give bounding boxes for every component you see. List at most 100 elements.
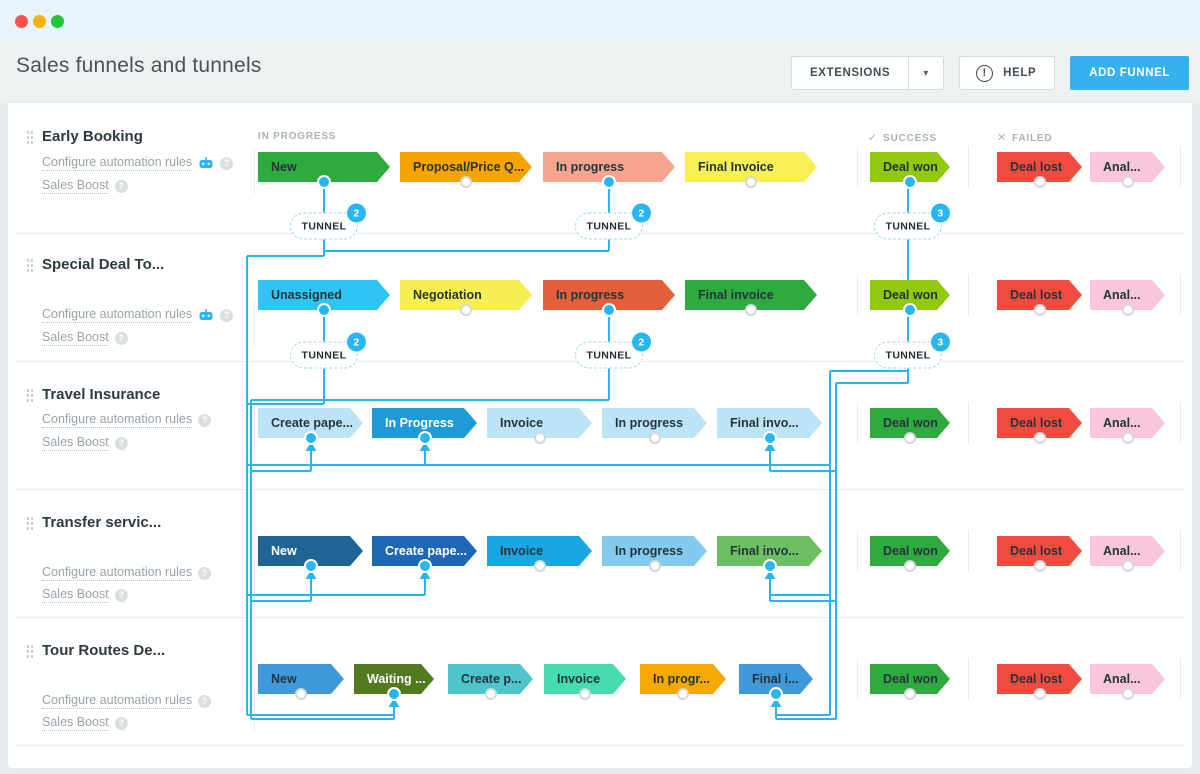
configure-automation-link[interactable]: Configure automation rules?	[42, 307, 234, 323]
tunnel-connection-dot[interactable]	[418, 431, 432, 445]
tunnel-connection-dot[interactable]	[769, 687, 783, 701]
funnel-name[interactable]: Travel Insurance	[42, 386, 161, 403]
minimize-window-button[interactable]	[33, 15, 46, 28]
stage-deal-lost[interactable]: Deal lost	[997, 536, 1082, 566]
extensions-button[interactable]: EXTENSIONS ▾	[791, 56, 945, 90]
sales-boost-link[interactable]: Sales Boost?	[42, 330, 128, 346]
configure-automation-label: Configure automation rules	[42, 155, 193, 171]
stage-connector-dot[interactable]	[1122, 432, 1134, 444]
stage-create-pape[interactable]: Create pape...	[372, 536, 477, 566]
question-mark-icon[interactable]: ?	[198, 566, 212, 580]
sales-boost-link[interactable]: Sales Boost?	[42, 587, 128, 603]
tunnel-connection-dot[interactable]	[602, 175, 616, 189]
stage-connector-dot[interactable]	[534, 432, 546, 444]
configure-automation-link[interactable]: Configure automation rules?	[42, 412, 212, 428]
stage-connector-dot[interactable]	[460, 176, 472, 188]
tunnel-connection-dot[interactable]	[304, 431, 318, 445]
tunnel-connection-dot[interactable]	[317, 303, 331, 317]
stage-analysis[interactable]: Anal...	[1090, 536, 1165, 566]
stage-connector-dot[interactable]	[579, 688, 591, 700]
tunnel-connection-dot[interactable]	[903, 303, 917, 317]
drag-handle[interactable]	[26, 388, 34, 403]
extensions-dropdown-caret[interactable]: ▾	[908, 57, 943, 89]
tunnel-connection-dot[interactable]	[763, 559, 777, 573]
sales-boost-link[interactable]: Sales Boost?	[42, 715, 128, 731]
stage-connector-dot[interactable]	[485, 688, 497, 700]
stage-final-invoice[interactable]: Final invoice	[685, 280, 817, 310]
stage-connector-dot[interactable]	[460, 304, 472, 316]
stage-analysis[interactable]: Anal...	[1090, 152, 1165, 182]
stage-label: Invoice	[500, 544, 544, 558]
funnel-name[interactable]: Special Deal To...	[42, 256, 165, 273]
stage-connector-dot[interactable]	[534, 560, 546, 572]
drag-handle[interactable]	[26, 516, 34, 531]
configure-automation-link[interactable]: Configure automation rules?	[42, 693, 212, 709]
drag-handle[interactable]	[26, 130, 34, 145]
x-icon: ✕	[997, 132, 1008, 144]
help-button[interactable]: ! HELP	[959, 56, 1056, 90]
stage-connector-dot[interactable]	[649, 560, 661, 572]
stage-label: Final invo...	[730, 544, 799, 558]
maximize-window-button[interactable]	[51, 15, 64, 28]
question-mark-icon[interactable]: ?	[198, 694, 212, 708]
stage-connector-dot[interactable]	[677, 688, 689, 700]
stage-connector-dot[interactable]	[649, 432, 661, 444]
tunnel-connection-dot[interactable]	[602, 303, 616, 317]
tunnel-connection-dot[interactable]	[317, 175, 331, 189]
drag-handle[interactable]	[26, 644, 34, 659]
stage-connector-dot[interactable]	[904, 560, 916, 572]
stage-in-progr[interactable]: In progr...	[640, 664, 726, 694]
stage-connector-dot[interactable]	[1122, 560, 1134, 572]
close-window-button[interactable]	[15, 15, 28, 28]
stage-connector-dot[interactable]	[1034, 688, 1046, 700]
question-mark-icon[interactable]: ?	[114, 716, 128, 730]
stage-connector-dot[interactable]	[1122, 688, 1134, 700]
header-actions: EXTENSIONS ▾ ! HELP ADD FUNNEL	[791, 56, 1189, 90]
question-mark-icon[interactable]: ?	[198, 413, 212, 427]
label-column-divider	[254, 300, 255, 346]
stage-label: In progress	[556, 160, 625, 174]
stage-new[interactable]: New	[258, 152, 390, 182]
stage-connector-dot[interactable]	[1034, 176, 1046, 188]
configure-automation-link[interactable]: Configure automation rules?	[42, 155, 234, 171]
question-mark-icon[interactable]: ?	[114, 331, 128, 345]
stage-analysis[interactable]: Anal...	[1090, 664, 1165, 694]
stage-negotiation[interactable]: Negotiation	[400, 280, 532, 310]
stage-connector-dot[interactable]	[1122, 176, 1134, 188]
stage-connector-dot[interactable]	[1122, 304, 1134, 316]
sales-boost-link[interactable]: Sales Boost?	[42, 178, 128, 194]
stage-invoice[interactable]: Invoice	[487, 536, 592, 566]
tunnel-connection-dot[interactable]	[418, 559, 432, 573]
stage-connector-dot[interactable]	[1034, 304, 1046, 316]
funnel-name[interactable]: Tour Routes De...	[42, 642, 166, 659]
stage-connector-dot[interactable]	[745, 176, 757, 188]
stage-invoice[interactable]: Invoice	[487, 408, 592, 438]
stage-connector-dot[interactable]	[745, 304, 757, 316]
stage-connector-dot[interactable]	[295, 688, 307, 700]
funnel-name[interactable]: Transfer servic...	[42, 514, 162, 531]
question-mark-icon[interactable]: ?	[114, 179, 128, 193]
add-funnel-button[interactable]: ADD FUNNEL	[1070, 56, 1189, 90]
stage-connector-dot[interactable]	[1034, 560, 1046, 572]
question-mark-icon[interactable]: ?	[114, 436, 128, 450]
tunnel-connection-dot[interactable]	[903, 175, 917, 189]
stage-connector-dot[interactable]	[1034, 432, 1046, 444]
question-mark-icon[interactable]: ?	[220, 308, 234, 322]
funnel-name[interactable]: Early Booking	[42, 128, 143, 145]
question-mark-icon[interactable]: ?	[114, 588, 128, 602]
stage-connector-dot[interactable]	[904, 432, 916, 444]
question-mark-icon[interactable]: ?	[220, 156, 234, 170]
drag-handle[interactable]	[26, 258, 34, 273]
stage-connector-dot[interactable]	[904, 688, 916, 700]
tunnel-connection-dot[interactable]	[763, 431, 777, 445]
tunnel-connection-dot[interactable]	[304, 559, 318, 573]
sales-boost-link[interactable]: Sales Boost?	[42, 435, 128, 451]
tunnel-connection-dot[interactable]	[387, 687, 401, 701]
configure-automation-link[interactable]: Configure automation rules?	[42, 565, 212, 581]
